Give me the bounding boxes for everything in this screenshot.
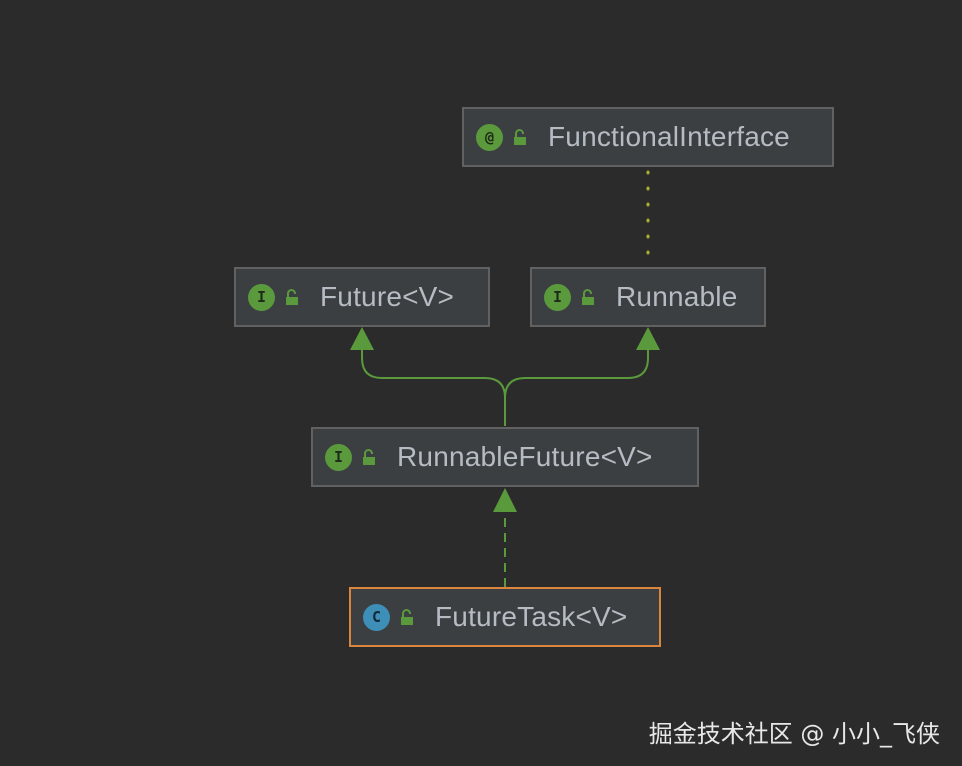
public-lock-icon <box>513 128 527 146</box>
node-label: FutureTask<V> <box>435 601 628 632</box>
interface-icon: I <box>325 443 352 471</box>
arrowhead-runnable <box>636 327 660 350</box>
annotation-type-icon: @ <box>476 123 503 151</box>
node-label: Runnable <box>616 281 738 312</box>
arrowhead-future <box>350 327 374 350</box>
public-lock-icon <box>362 448 376 466</box>
extends-edge-runnable <box>504 350 649 399</box>
arrowhead-runnable-future <box>493 488 517 512</box>
node-future-task[interactable]: C FutureTask<V> <box>349 587 661 647</box>
public-lock-icon <box>581 288 595 306</box>
class-icon: C <box>363 603 390 631</box>
node-runnable[interactable]: I Runnable <box>530 267 766 327</box>
extends-edge-future <box>361 350 506 426</box>
watermark: 掘金技术社区 @ 小小_飞侠 <box>648 720 940 748</box>
node-label: RunnableFuture<V> <box>397 441 653 472</box>
node-future[interactable]: I Future<V> <box>234 267 490 327</box>
node-runnable-future[interactable]: I RunnableFuture<V> <box>311 427 699 487</box>
node-label: FunctionalInterface <box>548 121 790 152</box>
interface-icon: I <box>544 283 571 311</box>
interface-icon: I <box>248 283 275 311</box>
node-functional-interface[interactable]: @ FunctionalInterface <box>462 107 834 167</box>
node-label: Future<V> <box>320 281 455 312</box>
public-lock-icon <box>400 608 414 626</box>
public-lock-icon <box>285 288 299 306</box>
